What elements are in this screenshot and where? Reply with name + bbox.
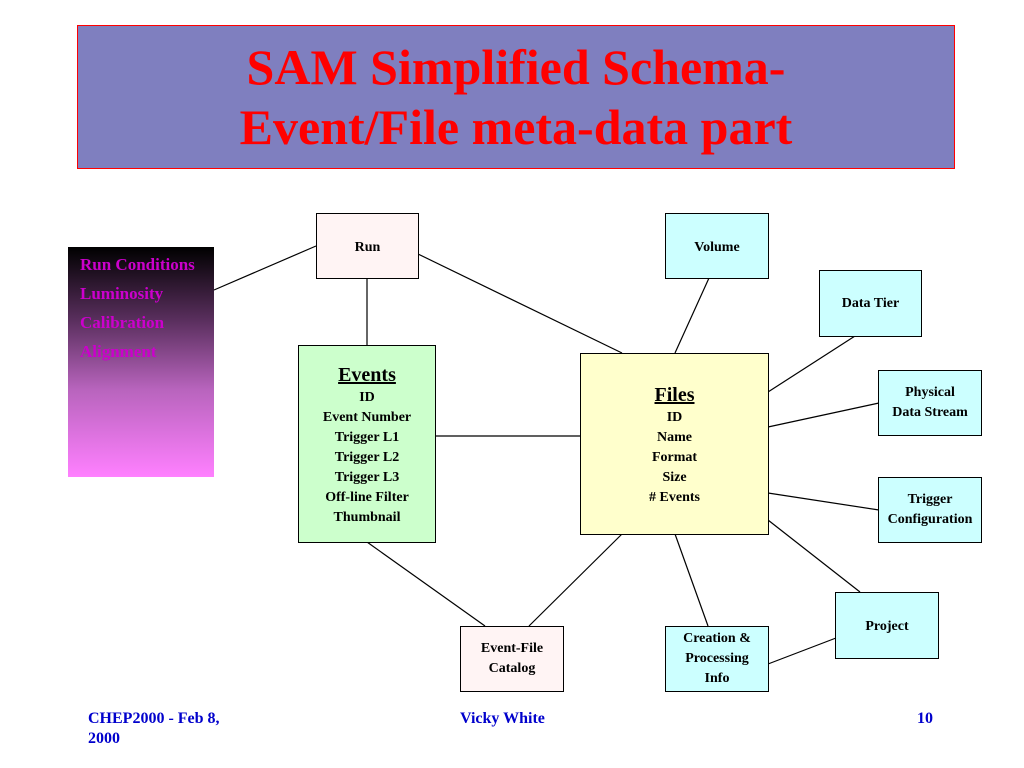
project-label: Project (865, 619, 909, 634)
title-line-2: Event/File meta-data part (239, 99, 793, 155)
link-catalog-files (528, 533, 623, 627)
files-field: Format (651, 450, 698, 465)
files-field: Size (662, 470, 687, 485)
footer-author: Vicky White (460, 710, 545, 727)
link-events-catalog (366, 541, 486, 627)
events-heading: Events (338, 364, 396, 386)
events-field: Trigger L3 (334, 470, 400, 485)
event-file-catalog-line-2: Catalog (488, 661, 536, 676)
volume-entity: Volume (665, 213, 769, 279)
side-item-luminosity: Luminosity (80, 284, 164, 303)
link-trigger-files (767, 492, 880, 511)
link-volume-files (674, 277, 710, 354)
link-creation-files (674, 533, 709, 627)
files-field: Name (657, 430, 692, 445)
physical-data-stream-entity: Physical Data Stream (878, 370, 982, 436)
creation-processing-line-3: Info (704, 671, 730, 686)
creation-processing-entity: Creation & Processing Info (665, 626, 769, 692)
trigger-configuration-entity: Trigger Configuration (878, 477, 982, 543)
slide-title: SAM Simplified Schema- Event/File meta-d… (77, 25, 955, 169)
link-run-files (417, 253, 623, 354)
link-creation-project (767, 637, 837, 665)
files-field: # Events (649, 490, 700, 505)
trigger-configuration-line-1: Trigger (907, 492, 953, 507)
files-heading: Files (654, 384, 695, 406)
title-line-1: SAM Simplified Schema- (246, 39, 786, 95)
run-conditions-panel: Run Conditions Luminosity Calibration Al… (68, 247, 214, 477)
physical-data-stream-line-2: Data Stream (892, 405, 968, 420)
physical-data-stream-line-1: Physical (905, 385, 955, 400)
events-entity: Events ID Event Number Trigger L1 Trigge… (298, 345, 436, 543)
footer-conference: CHEP2000 - Feb 8, 2000 (88, 709, 220, 749)
events-field: Thumbnail (333, 510, 401, 525)
events-field: Trigger L2 (334, 450, 400, 465)
creation-processing-line-1: Creation & (683, 631, 751, 646)
volume-label: Volume (694, 240, 740, 255)
footer-conference-line-1: CHEP2000 - Feb 8, (88, 710, 220, 727)
data-tier-entity: Data Tier (819, 270, 922, 337)
side-item-run-conditions: Run Conditions (80, 255, 195, 274)
trigger-configuration-line-2: Configuration (887, 512, 973, 527)
link-project-files (767, 519, 861, 593)
events-field: Off-line Filter (325, 490, 409, 505)
files-entity: Files ID Name Format Size # Events (580, 353, 769, 535)
footer-conference-line-2: 2000 (88, 730, 120, 747)
run-entity: Run (316, 213, 419, 279)
event-file-catalog-line-1: Event-File (480, 641, 544, 656)
link-stream-files (767, 402, 880, 428)
events-field: Event Number (322, 410, 412, 425)
event-file-catalog-entity: Event-File Catalog (460, 626, 564, 692)
side-item-calibration: Calibration (80, 313, 165, 332)
run-label: Run (354, 240, 381, 255)
side-item-alignment: Alignment (80, 342, 157, 361)
creation-processing-line-2: Processing (685, 651, 749, 666)
link-datatier-files (767, 335, 856, 393)
footer-page-number: 10 (917, 710, 933, 727)
files-field: ID (666, 410, 683, 425)
data-tier-label: Data Tier (841, 295, 900, 311)
project-entity: Project (835, 592, 939, 659)
events-field: ID (359, 390, 375, 405)
events-field: Trigger L1 (334, 430, 400, 445)
link-panel-run (213, 245, 317, 291)
